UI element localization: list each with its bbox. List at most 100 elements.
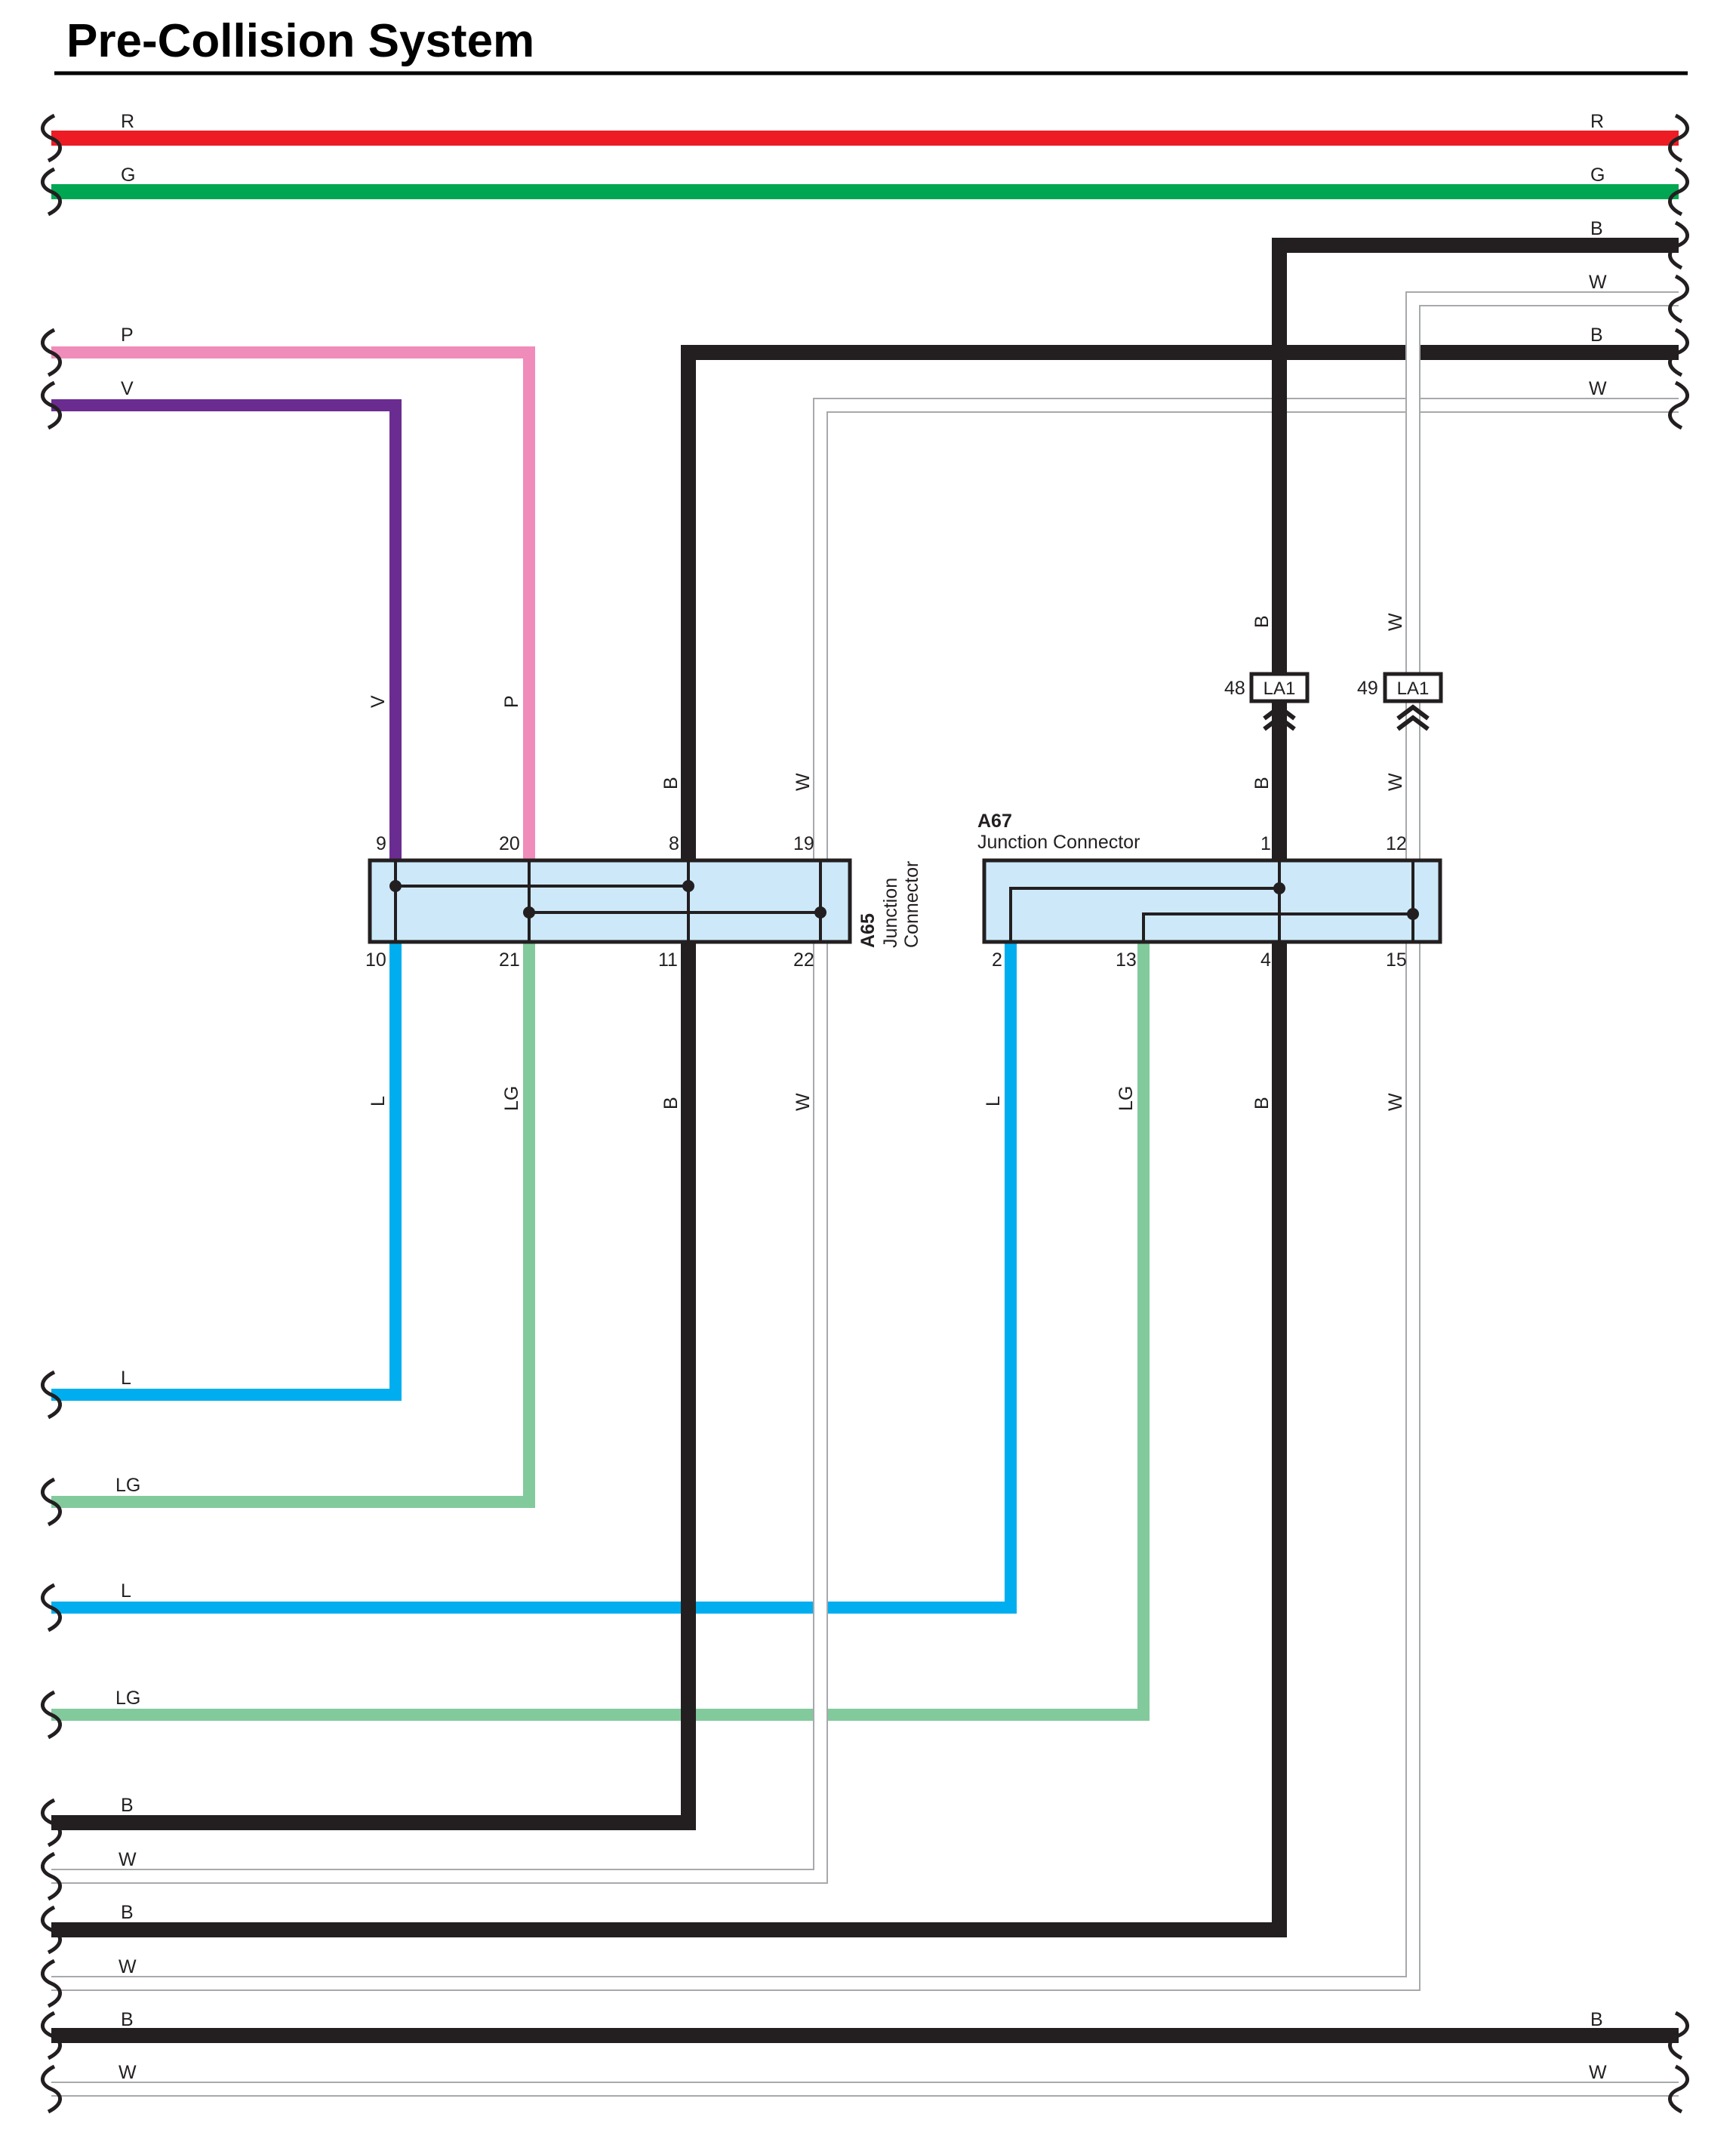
right-label-w1: W [1589, 272, 1607, 293]
a65-bottom-pin: 22 [793, 949, 814, 971]
break-mark-right-b3 [1668, 2011, 1689, 2060]
left-label-b3: B [121, 2009, 134, 2030]
a67-body [982, 858, 1442, 944]
break-mark-left-lg1 [41, 1477, 62, 1527]
wire-w-a65-bottom [51, 942, 826, 1882]
la1-connector-48: LA1 48 [1224, 672, 1310, 731]
wire-lg-a65 [51, 942, 535, 1508]
vlabel-a65-w-bottom: W [793, 1093, 814, 1111]
a67-name: Junction Connector [977, 832, 1140, 853]
vlabel-a65-b-top: B [660, 777, 682, 789]
wire-b-a65-bottom [51, 942, 696, 1830]
vlabel-a67-lg: LG [1116, 1086, 1137, 1111]
break-mark-left-b1 [41, 1798, 62, 1848]
vlabel-la1-49-w: W [1385, 613, 1406, 631]
la1-49-pin: 49 [1357, 678, 1378, 699]
wire-w-a67-bottom [51, 942, 1419, 1989]
a65-splice-dot [389, 880, 402, 892]
break-mark-right-b1 [1668, 220, 1689, 270]
right-label-r: R [1590, 111, 1604, 132]
a67-bus-upper [1009, 887, 1279, 942]
a65-top-pin: 9 [376, 833, 386, 854]
left-label-l2: L [121, 1580, 131, 1602]
break-mark-left-l1 [41, 1370, 62, 1420]
a65-top-pin: 20 [499, 833, 520, 854]
break-mark-right-b2 [1668, 328, 1689, 377]
vlabel-a67-b-bottom: B [1251, 1097, 1273, 1109]
break-mark-left-lg2 [41, 1690, 62, 1740]
wire-l-a67 [51, 942, 1017, 1614]
wire-w-a65-top [814, 399, 1679, 860]
a67-bus-lower [1142, 912, 1413, 942]
la1-48-id: LA1 [1264, 679, 1296, 699]
left-label-p: P [121, 325, 134, 346]
a65-bottom-pin: 21 [499, 949, 520, 971]
break-mark-left-p [41, 328, 62, 377]
break-mark-left-r [41, 113, 62, 163]
break-mark-left-v [41, 380, 62, 430]
right-label-g: G [1590, 165, 1605, 186]
break-mark-left-l2 [41, 1583, 62, 1632]
break-mark-right-w1 [1668, 274, 1689, 324]
left-label-lg1: LG [115, 1475, 140, 1496]
wire-b-a67-top [1272, 238, 1679, 860]
left-label-v: V [121, 378, 134, 399]
right-label-b3: B [1590, 2009, 1603, 2030]
a67-bottom-pin: 4 [1260, 949, 1271, 971]
break-mark-left-b2 [41, 1905, 62, 1955]
a65-splice-dot [814, 906, 826, 919]
left-label-lg2: LG [115, 1688, 140, 1709]
break-mark-left-g [41, 167, 62, 217]
vlabel-a65-lg: LG [501, 1086, 522, 1111]
break-mark-left-b3 [41, 2011, 62, 2060]
a65-bottom-pin: 11 [658, 949, 678, 971]
la1-48-chevron-icon [1263, 704, 1296, 731]
vlabel-a65-l: L [368, 1096, 389, 1106]
a67-bottom-pin: 2 [992, 949, 1002, 971]
left-label-b1: B [121, 1795, 134, 1816]
a65-splice-dot [523, 906, 535, 919]
vlabel-a65-v: V [368, 695, 389, 708]
wire-v [51, 399, 402, 860]
a67-splice-dot [1273, 882, 1285, 894]
a65-bottom-pin: 10 [365, 949, 386, 971]
vlabel-a67-b-top: B [1251, 777, 1273, 789]
a65-id: A65 [857, 913, 879, 948]
vlabel-a67-w-bottom: W [1385, 1093, 1406, 1111]
break-mark-left-w1 [41, 1851, 62, 1901]
wire-w-a67-top [1407, 293, 1679, 860]
wire-w-a67-top-outline [1405, 291, 1679, 860]
break-mark-right-w3 [1668, 2064, 1689, 2114]
right-label-w2: W [1589, 378, 1607, 399]
left-label-w2: W [119, 1956, 137, 1977]
left-label-g: G [121, 165, 135, 186]
wire-b-a65-top [681, 345, 1679, 860]
la1-connector-49: LA1 49 [1357, 672, 1443, 731]
a65-top-pin: 19 [793, 833, 814, 854]
left-label-l1: L [121, 1368, 131, 1389]
left-label-w1: W [119, 1849, 137, 1870]
right-label-b1: B [1590, 218, 1603, 239]
vlabel-a67-w-top: W [1385, 773, 1406, 791]
a65-splice-dot [682, 880, 694, 892]
break-mark-left-w3 [41, 2064, 62, 2114]
wire-p [51, 346, 535, 860]
vlabel-a65-w-top: W [793, 773, 814, 791]
a67-bottom-pin: 13 [1116, 949, 1137, 971]
left-label-w3: W [119, 2062, 137, 2083]
a67-top-pin: 12 [1386, 833, 1407, 854]
wire-lg-a67 [51, 942, 1150, 1721]
connector-a67: A67 Junction Connector 1 12 2 13 4 15 [977, 811, 1442, 971]
la1-49-box [1383, 672, 1443, 703]
a65-top-pin: 8 [669, 833, 679, 854]
connector-a65: 9 20 8 19 10 21 11 22 A65 Junction Conne… [365, 833, 922, 971]
a67-bottom-pin: 15 [1386, 949, 1407, 971]
la1-49-chevron-icon [1396, 704, 1430, 731]
break-mark-right-r [1668, 113, 1689, 163]
break-mark-left-w2 [41, 1959, 62, 2008]
vlabel-a65-p: P [501, 695, 522, 708]
wire-w-a65-bottom-outline [51, 942, 828, 1884]
a65-name-line-1: Junction [880, 878, 901, 948]
wire-b-a67-bottom [51, 942, 1287, 1937]
